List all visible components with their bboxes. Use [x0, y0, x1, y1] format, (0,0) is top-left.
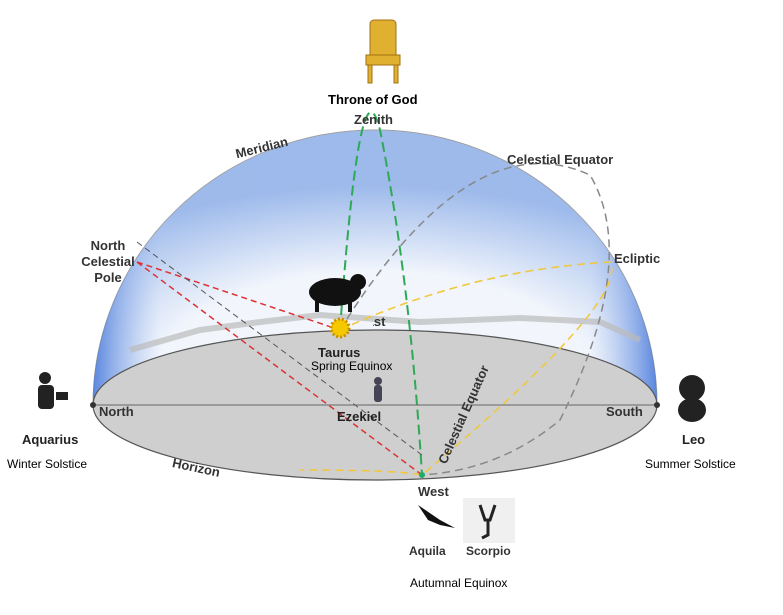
taurus-season: Spring Equinox	[311, 359, 393, 373]
sun-icon	[329, 317, 351, 339]
aquila-name: Aquila	[409, 544, 446, 558]
label-east: East	[373, 314, 385, 329]
scorpio-name: Scorpio	[466, 544, 511, 558]
leo-lion-icon	[678, 375, 706, 422]
scorpio-icon	[463, 498, 515, 543]
ecliptic-arc	[299, 261, 613, 476]
label-north-celestial-pole: North Celestial Pole	[81, 238, 135, 285]
celestial-equator-arc	[339, 162, 610, 476]
label-south: South	[606, 404, 643, 419]
leo-season: Summer Solstice	[645, 457, 736, 471]
leo-name: Leo	[682, 432, 706, 447]
aquila-eagle-icon	[418, 505, 455, 528]
pole-line-1	[136, 261, 341, 331]
autumnal-equinox: Autumnal Equinox	[410, 576, 508, 590]
label-west: West	[418, 484, 449, 499]
label-north: North	[99, 404, 134, 419]
taurus-name: Taurus	[318, 345, 361, 360]
title-throne-of-god: Throne of God	[328, 92, 418, 107]
label-zenith: Zenith	[354, 112, 393, 127]
taurus-bull-icon	[309, 274, 366, 312]
ezekiel-figure-icon	[374, 377, 382, 402]
aquarius-season: Winter Solstice	[7, 457, 88, 471]
label-ecliptic: Ecliptic	[614, 251, 661, 266]
label-celestial-equator: Celestial Equator	[507, 152, 614, 167]
aquarius-figure-icon	[38, 372, 68, 409]
label-ezekiel: Ezekiel	[337, 409, 382, 424]
meridian-line-green	[339, 111, 423, 476]
aquarius-name: Aquarius	[22, 432, 79, 447]
throne-icon	[365, 19, 401, 84]
